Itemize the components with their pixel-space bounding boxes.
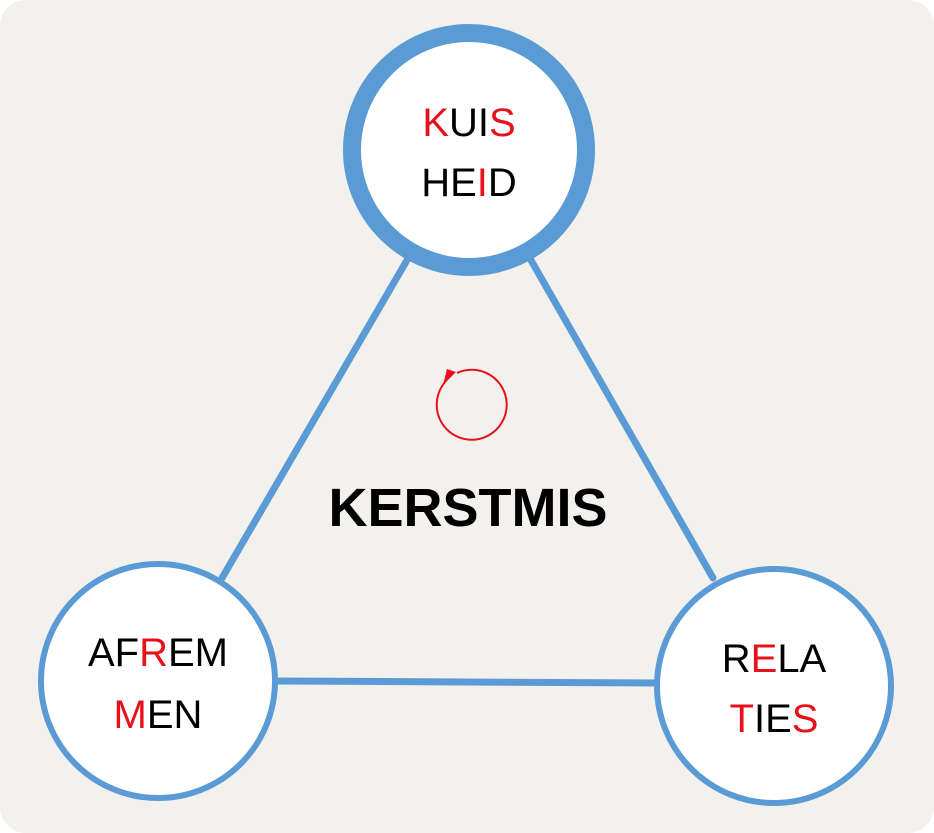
highlight-letter: K <box>422 101 449 145</box>
highlight-letter: I <box>477 161 488 205</box>
label-segment: AF <box>88 631 139 675</box>
node-left-line-2: MEN <box>114 693 203 737</box>
label-segment: UI <box>449 101 489 145</box>
highlight-letter: R <box>139 631 168 675</box>
label-segment: D <box>488 161 517 205</box>
node-right-line-2: TIES <box>730 697 819 741</box>
label-segment: IE <box>754 697 792 741</box>
label-segment: EM <box>168 631 228 675</box>
node-right-line-1: RELA <box>722 637 827 681</box>
edge-top-right <box>524 251 717 582</box>
label-segment: EN <box>147 693 203 737</box>
edge-left-right <box>274 677 662 687</box>
circular-arrow-icon <box>435 368 508 441</box>
label-segment: HE <box>421 161 477 205</box>
highlight-letter: S <box>792 697 819 741</box>
label-segment: R <box>722 637 751 681</box>
node-top-line-1: KUIS <box>422 101 515 145</box>
highlight-letter: M <box>114 693 147 737</box>
node-left-circle <box>38 561 278 801</box>
highlight-letter: T <box>730 697 754 741</box>
highlight-letter: S <box>489 101 516 145</box>
label-segment: LA <box>777 637 826 681</box>
node-right-circle <box>654 566 894 806</box>
node-top-line-2: HEID <box>421 161 517 205</box>
diagram-title: KERSTMIS <box>328 478 607 538</box>
node-top-circle <box>343 24 595 276</box>
node-left-line-1: AFREM <box>88 631 228 675</box>
highlight-letter: E <box>751 637 778 681</box>
edge-top-left <box>218 251 414 582</box>
